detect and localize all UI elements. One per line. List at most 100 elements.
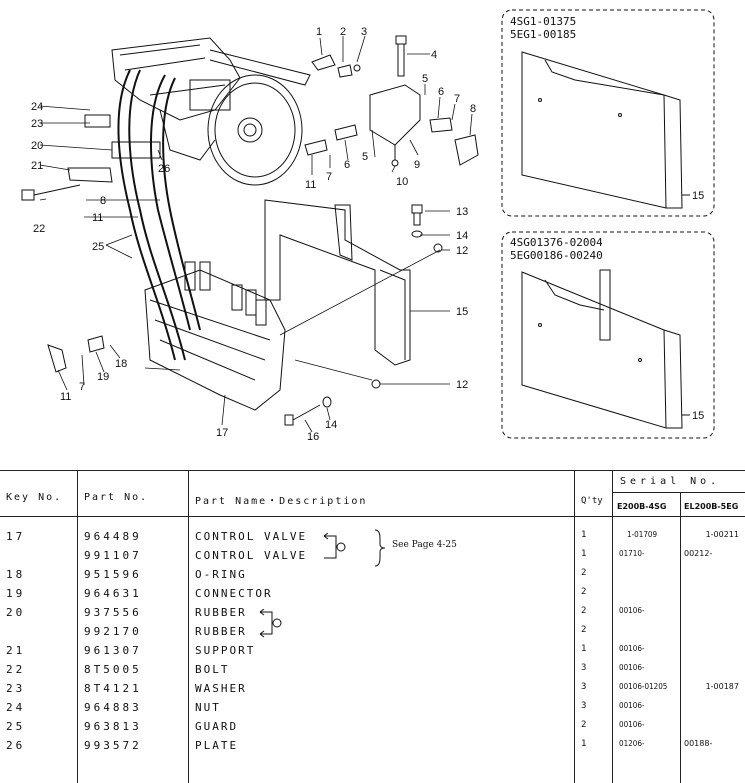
part-name: NUT [195, 701, 221, 714]
key-no: 22 [6, 663, 26, 676]
hydraulic-hoses [117, 69, 201, 361]
qty: 1 [581, 644, 587, 654]
table-row: 23 8T4121 WASHER 3 00106-01205 1-00187 [0, 682, 745, 701]
qty: 3 [581, 701, 587, 711]
callout-6: 6 [438, 86, 444, 98]
interchange-arrow-icon [259, 609, 282, 638]
callout-23: 23 [31, 118, 43, 130]
inset-top-serial-1: 4SG1-01375 [510, 15, 576, 28]
callout-6b: 6 [344, 159, 350, 171]
serial-4sg: 00106-01205 [619, 682, 668, 691]
part-name: CONTROL VALVE [195, 549, 308, 562]
serial-4sg: 00106- [619, 606, 645, 615]
qty: 3 [581, 682, 587, 692]
part-no: 993572 [84, 739, 142, 752]
callout-11c: 11 [60, 391, 71, 403]
see-page-note: See Page 4-25 [392, 540, 457, 550]
clamp-support [67, 114, 161, 183]
key-no: 24 [6, 701, 26, 714]
part-name: WASHER [195, 682, 247, 695]
callout-9: 9 [414, 159, 420, 171]
inset-top-callout: 15 [692, 190, 704, 202]
serial-5eg: 00212- [684, 549, 713, 558]
callout-13: 13 [456, 206, 468, 218]
callout-15: 15 [456, 306, 468, 318]
callout-12: 12 [456, 245, 468, 257]
callout-20: 20 [31, 140, 43, 152]
col-divider [612, 470, 613, 783]
part-name: CONTROL VALVE [195, 530, 308, 543]
part-name: BOLT [195, 663, 230, 676]
callout-14b: 14 [325, 419, 337, 431]
callout-21: 21 [31, 160, 43, 172]
bolt-4-icon [395, 35, 407, 77]
bracket-15 [264, 199, 411, 366]
col-divider [574, 470, 575, 783]
serial-4sg: 00106- [619, 720, 645, 729]
part-name: GUARD [195, 720, 239, 733]
col-divider [188, 470, 189, 783]
callout-19: 19 [97, 371, 109, 383]
part-no: 8T4121 [84, 682, 142, 695]
callout-17: 17 [216, 427, 228, 439]
fittings-icon [47, 54, 479, 426]
serial-4sg: 00106- [619, 663, 645, 672]
callout-8b: 8 [100, 195, 106, 207]
qty: 1 [581, 530, 587, 540]
table-row: 25 963813 GUARD 2 00106- [0, 720, 745, 739]
table-row: 18 951596 O-RING 2 [0, 568, 745, 587]
part-no: 964489 [84, 530, 142, 543]
header-serial-col1: E200B-4SG [617, 502, 667, 511]
part-no: 8T5005 [84, 663, 142, 676]
key-no: 25 [6, 720, 26, 733]
qty: 2 [581, 568, 587, 578]
callout-10: 10 [396, 176, 408, 188]
callout-5: 5 [422, 73, 428, 85]
serial-5eg: 00188- [684, 739, 713, 748]
qty: 1 [581, 549, 587, 559]
part-name: PLATE [195, 739, 239, 752]
callout-22: 22 [33, 223, 45, 235]
bolt-22-icon [21, 184, 81, 201]
parts-diagram: 1 2 3 4 5 6 7 8 5 9 10 6 7 11 24 23 20 2… [21, 9, 715, 443]
header-part-no: Part No. [84, 492, 149, 503]
qty: 1 [581, 739, 587, 749]
callout-2: 2 [340, 26, 346, 38]
table-row: 21 961307 SUPPORT 1 00106- [0, 644, 745, 663]
serial-4sg: 00106- [619, 701, 645, 710]
callout-numbers: 1 2 3 4 5 6 7 8 5 9 10 6 7 11 24 23 20 2… [31, 26, 704, 443]
key-no: 21 [6, 644, 26, 657]
part-no: 963813 [84, 720, 142, 733]
key-no: 17 [6, 530, 26, 543]
callout-4: 4 [431, 49, 437, 61]
key-no: 23 [6, 682, 26, 695]
table-row: 20 937556 RUBBER 2 00106- [0, 606, 745, 625]
table-row: 24 964883 NUT 3 00106- [0, 701, 745, 720]
header-description: Part Name・Description [195, 496, 368, 507]
callout-8: 8 [470, 103, 476, 115]
part-name: SUPPORT [195, 644, 256, 657]
hydraulic-pump-assembly [111, 37, 311, 186]
brace-icon [374, 529, 386, 567]
table-row: 992170 RUBBER 2 [0, 625, 745, 644]
callout-25: 25 [92, 241, 104, 253]
qty: 2 [581, 606, 587, 616]
part-no: 961307 [84, 644, 142, 657]
callout-3: 3 [361, 26, 367, 38]
key-no: 18 [6, 568, 26, 581]
serial-4sg: 01710- [619, 549, 645, 558]
callout-7b: 7 [326, 171, 332, 183]
qty: 3 [581, 663, 587, 673]
key-no: 19 [6, 587, 26, 600]
inset-bottom-panel [501, 231, 715, 439]
callout-26: 26 [158, 163, 170, 175]
serial-4sg: 00106- [619, 644, 645, 653]
control-valve-assembly [144, 261, 286, 411]
callout-14: 14 [456, 230, 468, 242]
callout-16: 16 [307, 431, 319, 443]
header-serial: Serial No. [620, 476, 721, 487]
key-no: 26 [6, 739, 26, 752]
serial-4sg: 1-01709 [627, 530, 658, 539]
inset-bottom-serial-2: 5EG00186-00240 [510, 249, 603, 262]
inset-top-serial-2: 5EG1-00185 [510, 28, 576, 41]
